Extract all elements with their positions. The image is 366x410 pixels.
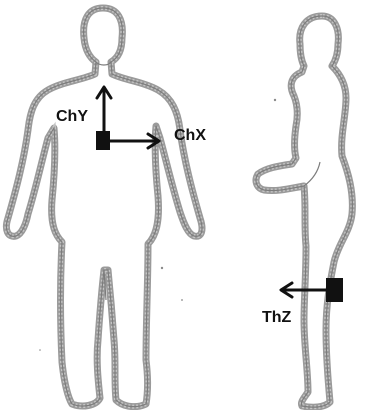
chest-sensor-block bbox=[96, 131, 110, 150]
chest-y-label: ChY bbox=[56, 108, 88, 125]
front-outline-outer bbox=[6, 8, 202, 407]
side-figure bbox=[256, 16, 352, 407]
thigh-z-label: ThZ bbox=[262, 309, 292, 326]
side-outline-outer bbox=[256, 16, 352, 407]
front-figure bbox=[6, 8, 202, 407]
chest-x-label: ChX bbox=[174, 127, 206, 144]
thigh-sensor-block bbox=[326, 278, 343, 302]
